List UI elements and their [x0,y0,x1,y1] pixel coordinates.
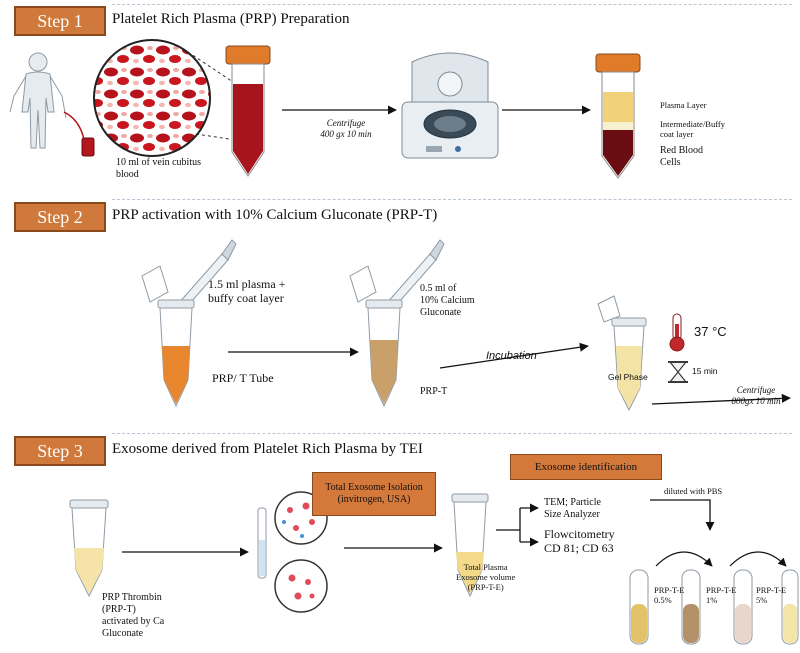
step-1-badge: Step 1 [14,6,106,36]
exosome-particles-bottom [288,574,315,600]
step-1-title: Platelet Rich Plasma (PRP) Preparation [112,11,350,27]
dilution-0-5-label: PRP-T-E 0.5% [654,585,685,605]
human-figure-icon [9,52,67,149]
flowcytometry-label: Flowcitometry CD 81; CD 63 [544,527,615,555]
zoom-line-bottom [195,133,237,141]
dilution-tube-0-5 [629,569,649,645]
step-2-divider [112,199,792,200]
prp-thrombin-tube [69,499,109,598]
arrow-incubation [439,342,589,369]
exosome-tube [451,493,489,598]
dilution-1-label: PRP-T-E 1% [706,585,737,605]
exosome-volume-label: Total Plasma Exosome volume (PRP-T-E) [456,562,516,592]
prp-t-tube-caption: PRP/ T Tube [212,371,274,385]
dilution-tube-1 [681,569,701,645]
step-1-badge-label: Step 1 [37,10,83,31]
gel-phase-label: Gel Phase [608,372,648,382]
centrifuge-icon [401,52,499,159]
step2-centrifuge-label: Centrifuge 800gx 10 min [731,385,781,406]
buffy-coat-label: Intermediate/Buffy coat layer [660,119,725,139]
step-2-badge-label: Step 2 [37,206,83,227]
plasma-layer-label: Plasma Layer [660,100,707,110]
arrow-dilution [650,499,715,531]
pipette-icon-1 [177,239,237,311]
rbc-layer-label: Red Blood Cells [660,145,704,168]
blood-line [63,111,85,141]
step-3-title: Exosome derived from Platelet Rich Plasm… [112,441,423,457]
curve-arrow-1 [655,551,713,567]
dilution-5-label: PRP-T-E 5% [756,585,787,605]
temperature-label: 37 °C [694,324,727,339]
blood-bag-icon [81,137,95,157]
incubation-time-label: 15 min [692,366,718,376]
exosome-identification-box: Exosome identification [510,454,662,480]
step-1-divider [112,4,792,5]
tei-microtube [257,507,267,579]
separated-falcon-tube [595,53,641,179]
calcium-volume-label: 0.5 ml of 10% Calcium Gluconate [420,283,475,318]
step-2-badge: Step 2 [14,202,106,232]
exosome-circle-bottom [274,559,328,613]
plasma-volume-label: 1.5 ml plasma + buffy coat layer [208,277,286,305]
prp-t-calcium-tube [349,265,403,408]
blood-cells-magnifier [93,39,211,157]
thermometer-icon [669,313,685,352]
step-3-divider [112,433,792,434]
zoom-line-top [187,51,237,85]
dilution-tube-extra [781,569,799,645]
tei-kit-box: Total Exosome Isolation (invitrogen, USA… [312,472,436,516]
hourglass-icon [668,361,688,383]
gel-phase-tube [597,295,647,412]
dilution-tube-5 [733,569,753,645]
step1-centrifuge-label: Centrifuge 400 gx 10 min [320,118,372,139]
blood-falcon-tube [225,45,271,177]
curve-arrow-2 [729,551,787,567]
prp-t-tube [141,265,195,408]
step-3-badge-label: Step 3 [37,440,83,461]
arrow-step2-centrifuge [651,393,791,405]
step-2-title: PRP activation with 10% Calcium Gluconat… [112,207,438,223]
prp-thrombin-label: PRP Thrombin (PRP-T) activated by Ca Glu… [102,592,165,639]
dilution-label: diluted with PBS [664,486,723,496]
prp-t-caption: PRP-T [420,386,448,397]
incubation-label: Incubation [486,350,537,362]
tem-label: TEM; Particle Size Analyzer [544,497,601,520]
blood-volume-label: 10 ml of vein cubitus blood [116,157,201,180]
step-3-badge: Step 3 [14,436,106,466]
